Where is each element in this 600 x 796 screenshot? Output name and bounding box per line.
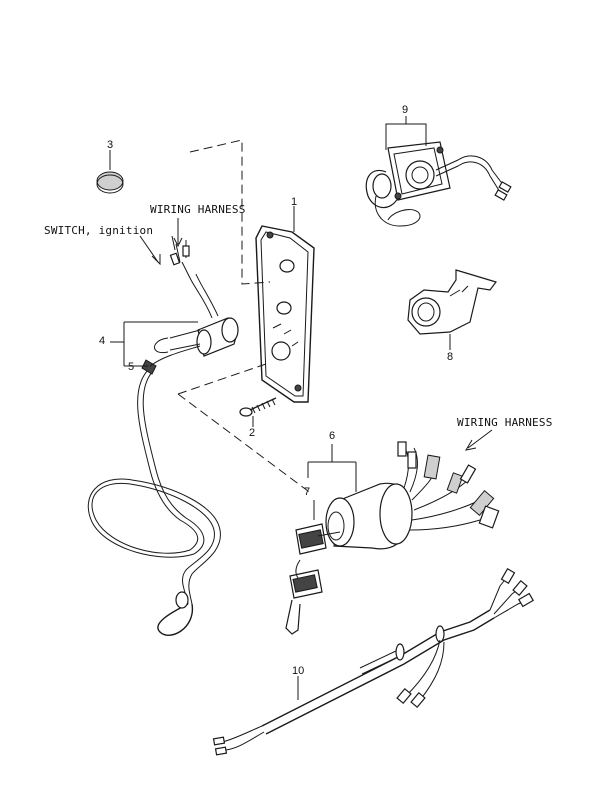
assembly-lines	[177, 139, 313, 495]
callout-5: 5	[128, 361, 135, 373]
part-1-panel-plate	[255, 206, 315, 403]
part-9-switch-assembly	[365, 116, 512, 227]
label-leaders	[139, 218, 493, 451]
callout-2: 2	[249, 427, 256, 439]
callout-6: 6	[329, 430, 336, 442]
callout-4-5-bracket	[110, 321, 198, 367]
part-6-key-switch	[307, 441, 500, 550]
label-wiring-harness-left: WIRING HARNESS	[150, 203, 246, 216]
callout-7: 7	[304, 486, 311, 498]
part-2-screw	[239, 397, 277, 427]
part-3-cap	[96, 150, 124, 194]
callout-4: 4	[99, 335, 106, 347]
label-switch-ignition: SWITCH, ignition	[44, 224, 154, 237]
part-4-ignition-switch	[154, 235, 239, 357]
callout-9: 9	[402, 104, 409, 116]
callout-1: 1	[291, 196, 298, 208]
callout-3: 3	[107, 139, 114, 151]
part-10-wiring-harness	[212, 567, 535, 756]
callout-10: 10	[292, 665, 305, 677]
callout-8: 8	[447, 351, 454, 363]
part-7-keys	[285, 500, 341, 635]
part-5-lanyard-cord	[87, 345, 221, 636]
part-8-bracket	[407, 269, 497, 350]
label-wiring-harness-right: WIRING HARNESS	[457, 416, 553, 429]
